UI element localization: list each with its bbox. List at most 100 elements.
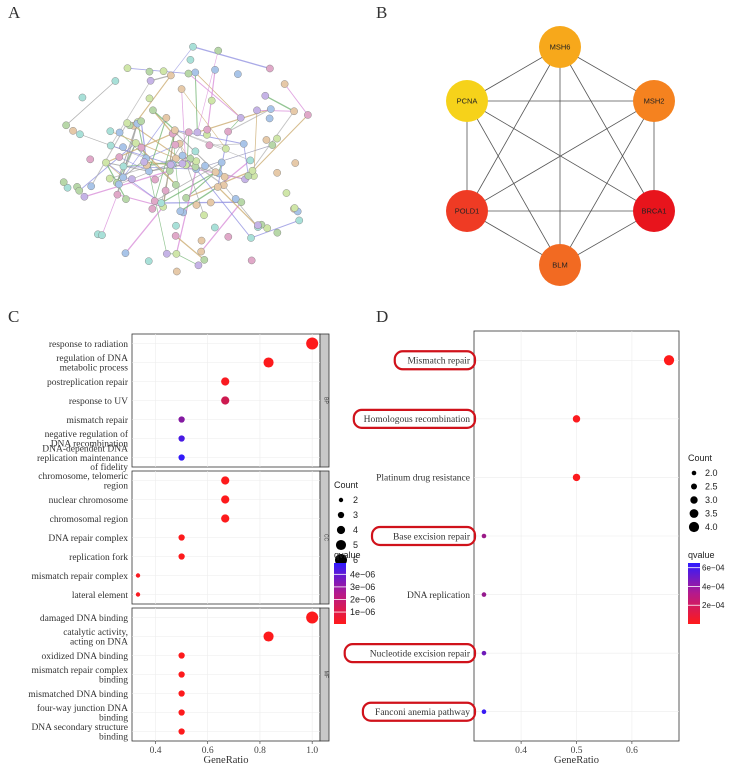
legend-size-swatch (338, 497, 344, 503)
network-a-node (191, 147, 200, 156)
legend-size-swatch (691, 483, 697, 490)
network-a-edge (250, 219, 300, 239)
network-a-node (189, 42, 197, 51)
legend-size-label: 4 (353, 525, 358, 535)
data-point (221, 377, 230, 386)
network-a-node (239, 140, 248, 148)
network-a-node (102, 158, 110, 167)
category-label: replication fork (69, 552, 128, 563)
data-point (481, 533, 487, 539)
network-a-edge (174, 129, 226, 150)
legend-color-label: 1e−06 (350, 607, 375, 617)
network-a-node (113, 190, 122, 199)
network-a-node (161, 186, 170, 195)
x-axis-title: GeneRatio (204, 755, 249, 764)
network-a-node (237, 198, 246, 206)
network-a-node (211, 66, 219, 74)
network-a-node (144, 257, 153, 265)
network-a-node (151, 175, 159, 184)
legend-size-label: 2 (353, 495, 358, 505)
facet-strip-label: CC (323, 534, 329, 542)
network-b-node-brca1 (633, 190, 675, 232)
network-a-node (115, 128, 124, 137)
network-a-edge (195, 168, 252, 239)
network-a-node (211, 168, 220, 176)
legend-color-label: 2e−04 (702, 601, 725, 610)
network-a-edge (105, 162, 150, 172)
network-a-node (115, 153, 124, 161)
network-a-edge (188, 73, 242, 119)
network-a-node (86, 155, 95, 164)
legend-size-label: 2.0 (705, 468, 718, 478)
category-label: response to UV (69, 397, 128, 407)
category-label: response to radiation (49, 340, 128, 350)
panel-letter-d: D (376, 307, 388, 326)
network-a-node (184, 69, 193, 78)
network-a-edge (181, 89, 187, 165)
category-label: Mismatch repair (407, 357, 470, 367)
network-b-node-pcna (446, 80, 488, 122)
network-a-node (234, 70, 242, 78)
network-a-edge (176, 253, 199, 266)
network-a-node (87, 182, 95, 191)
legend-color-label: 6e−04 (702, 564, 725, 573)
network-b-node-label: BLM (552, 261, 567, 270)
network-a-node (266, 64, 274, 73)
network-b-edge (466, 100, 561, 266)
network-a-node (145, 67, 154, 76)
data-point (178, 553, 185, 560)
network-a-node (200, 256, 209, 264)
network-a-node (173, 267, 181, 276)
network-a-node (244, 172, 253, 180)
legend-size-label: 6 (353, 555, 358, 565)
network-a-node (186, 56, 195, 64)
category-label: Fanconi anemia pathway (375, 708, 470, 718)
network-a-node (203, 125, 212, 134)
network-a-node (282, 189, 291, 197)
category-label: Homologous recombination (364, 415, 471, 425)
network-a-node (291, 159, 300, 167)
network-b-edge (466, 100, 655, 212)
category-label: mismatch repair complex (31, 572, 128, 582)
network-a-node (193, 128, 202, 137)
network-b-node-blm (539, 244, 581, 286)
panel-letter-a: A (8, 3, 21, 22)
network-a-node (191, 68, 200, 77)
legend-size-swatch (690, 496, 698, 504)
network-a-edge (148, 171, 168, 254)
network-a-node (106, 141, 115, 150)
panel-letter-c: C (8, 307, 19, 326)
network-b-node-msh2 (633, 80, 675, 122)
network-b-node-label: POLD1 (455, 207, 480, 216)
network-a-node (178, 151, 187, 160)
x-tick-label: 0.6 (626, 746, 638, 756)
network-a-edge (264, 95, 295, 112)
data-point (306, 611, 319, 624)
network-a-node (171, 126, 179, 134)
network-a-edge (119, 156, 150, 172)
network-a-node (167, 71, 175, 80)
network-a-node (192, 201, 201, 209)
network-a-node (157, 199, 166, 207)
network-a-edge (84, 170, 170, 198)
category-label: DNA replication (407, 591, 470, 601)
data-point (221, 495, 230, 504)
network-a-node (265, 114, 274, 123)
x-tick-label: 0.5 (571, 746, 583, 756)
data-point (178, 690, 185, 697)
network-a-node (132, 139, 140, 147)
data-point (178, 435, 185, 442)
network-a-node (159, 67, 168, 75)
category-label: mismatch repair (67, 416, 129, 426)
network-a-node (172, 250, 181, 258)
network-a-node (123, 64, 132, 72)
network-a-edge (152, 109, 174, 135)
network-a-edge (175, 235, 205, 261)
network-a-edge (105, 162, 162, 204)
network-a-node (290, 204, 299, 212)
